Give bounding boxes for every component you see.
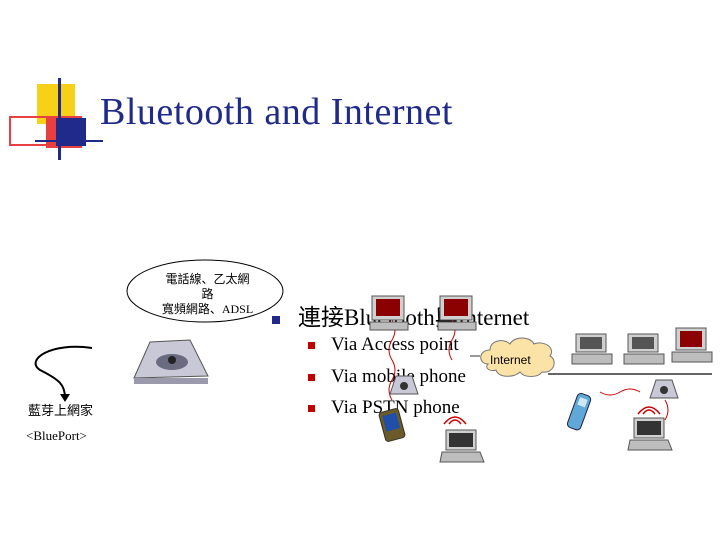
desktop-computer-icon xyxy=(437,295,477,331)
speech-bubble-text: 電話線、乙太網 路 寬頻網路、ADSL xyxy=(135,272,280,317)
bluetooth-signal-icon xyxy=(443,416,467,425)
laptop-icon xyxy=(439,429,485,463)
network-server-icon xyxy=(671,327,713,363)
internet-label: Internet xyxy=(490,353,531,367)
phone-icon xyxy=(566,392,592,431)
arrow-icon xyxy=(34,345,93,402)
bubble-line-2: 路 xyxy=(201,287,214,301)
bubble-line-3: 寬頻網路、ADSL xyxy=(161,302,254,316)
access-point-icon xyxy=(649,379,679,399)
speech-bubble xyxy=(126,259,284,323)
sub-bullet-3: Via PSTN phone xyxy=(308,397,460,419)
title-decoration xyxy=(0,0,120,170)
network-server-icon xyxy=(623,333,665,365)
desktop-computer-icon xyxy=(369,295,409,331)
internet-cloud-icon xyxy=(480,337,555,377)
bluetooth-signal-icon xyxy=(637,406,661,415)
blueport-label: 藍芽上網家 xyxy=(28,403,94,418)
pda-icon xyxy=(378,408,406,442)
blueport-device-icon xyxy=(133,339,209,384)
slide-title: Bluetooth and Internet xyxy=(100,91,453,133)
bullet-marker xyxy=(308,342,315,350)
laptop-icon xyxy=(627,417,673,451)
access-point-icon xyxy=(389,375,419,395)
sub-bullet-text: Via Access point xyxy=(331,334,459,355)
main-bullet-text: 連接Bluetooth與Internet xyxy=(298,305,530,330)
sub-bullet-1: Via Access point xyxy=(308,334,459,356)
bubble-line-1: 電話線、乙太網 xyxy=(165,272,250,286)
sub-bullet-text: Via PSTN phone xyxy=(331,397,460,418)
main-bullet: 連接Bluetooth與Internet xyxy=(272,298,529,332)
blueport-name: <BluePort> xyxy=(26,428,87,443)
bullet-marker xyxy=(272,315,280,324)
bullet-marker xyxy=(308,374,315,382)
network-server-icon xyxy=(571,333,613,365)
bullet-marker xyxy=(308,405,315,413)
